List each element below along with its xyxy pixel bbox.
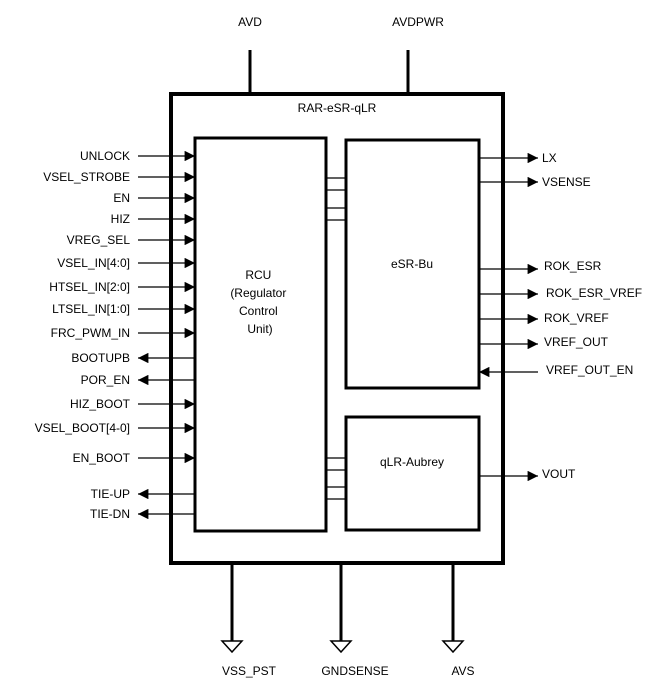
right-signal-labels: LX VSENSE ROK_ESR ROK_ESR_VREF ROK_VREF … — [542, 151, 642, 481]
signal-label-rok-vref: ROK_VREF — [544, 311, 609, 325]
top-pin-avd-label: AVD — [238, 15, 262, 29]
signal-label-vref-out: VREF_OUT — [544, 335, 609, 349]
top-pin-avdpwr: AVDPWR — [392, 15, 444, 94]
rcu-label: RCU (Regulator Control Unit) — [230, 268, 289, 336]
bottom-pin-avs-label: AVS — [451, 664, 474, 678]
left-signals — [138, 150, 195, 520]
top-pin-avd: AVD — [238, 15, 262, 94]
signal-label-vreg-sel: VREG_SEL — [67, 233, 131, 247]
bottom-pin-avs: AVS — [441, 563, 475, 678]
rcu-label-line-1: RCU — [245, 268, 271, 282]
qlr-block — [344, 415, 481, 532]
signal-label-ltsel-in: LTSEL_IN[1:0] — [52, 302, 130, 316]
ground-symbol-icon — [220, 640, 244, 654]
rcu-esr-bus — [326, 177, 346, 221]
signal-label-tie-dn: TIE-DN — [90, 507, 130, 521]
signal-label-vsel-boot: VSEL_BOOT[4-0] — [35, 421, 130, 435]
rcu-qlr-bus — [326, 457, 346, 500]
signal-label-bootupb: BOOTUPB — [71, 351, 130, 365]
signal-label-lx: LX — [542, 151, 557, 165]
bottom-pin-vss-pst: VSS_PST — [220, 563, 277, 678]
ground-symbol-icon — [441, 640, 465, 654]
esr-block — [344, 138, 481, 390]
rcu-label-line-3: Control — [239, 304, 278, 318]
top-pin-avdpwr-label: AVDPWR — [392, 15, 444, 29]
signal-label-en: EN — [113, 191, 130, 205]
signal-label-por-en: POR_EN — [81, 373, 130, 387]
ground-symbol-icon — [329, 640, 353, 654]
bottom-pin-gndsense: GNDSENSE — [321, 563, 389, 678]
signal-label-en-boot: EN_BOOT — [73, 451, 131, 465]
rcu-label-line-4: Unit) — [247, 322, 272, 336]
bottom-pin-gndsense-label: GNDSENSE — [321, 664, 388, 678]
signal-label-vsense: VSENSE — [542, 175, 591, 189]
signal-label-htsel-in: HTSEL_IN[2:0] — [49, 280, 130, 294]
signal-label-rok-esr-vref: ROK_ESR_VREF — [546, 286, 642, 300]
signal-label-hiz-boot: HIZ_BOOT — [70, 397, 131, 411]
signal-label-hiz: HIZ — [111, 212, 130, 226]
left-signal-labels: UNLOCK VSEL_STROBE EN HIZ VREG_SEL VSEL_… — [35, 149, 131, 521]
signal-label-tie-up: TIE-UP — [91, 487, 130, 501]
rcu-label-line-2: (Regulator — [230, 286, 286, 300]
signal-label-frc-pwm-in: FRC_PWM_IN — [51, 326, 130, 340]
bottom-pin-vss-pst-label: VSS_PST — [222, 664, 277, 678]
outer-block-title: RAR-eSR-qLR — [298, 101, 377, 115]
signal-label-unlock: UNLOCK — [80, 149, 130, 163]
signal-label-rok-esr: ROK_ESR — [544, 259, 602, 273]
signal-label-vsel-in: VSEL_IN[4:0] — [57, 256, 130, 270]
signal-label-vsel-strobe: VSEL_STROBE — [43, 170, 130, 184]
outer-block — [169, 92, 505, 565]
signal-label-vref-out-en: VREF_OUT_EN — [546, 363, 633, 377]
esr-block-title: eSR-Bu — [391, 257, 433, 271]
signal-label-vout: VOUT — [542, 467, 576, 481]
right-signals — [479, 152, 538, 482]
qlr-block-title: qLR-Aubrey — [380, 455, 444, 469]
rcu-block — [193, 136, 328, 533]
